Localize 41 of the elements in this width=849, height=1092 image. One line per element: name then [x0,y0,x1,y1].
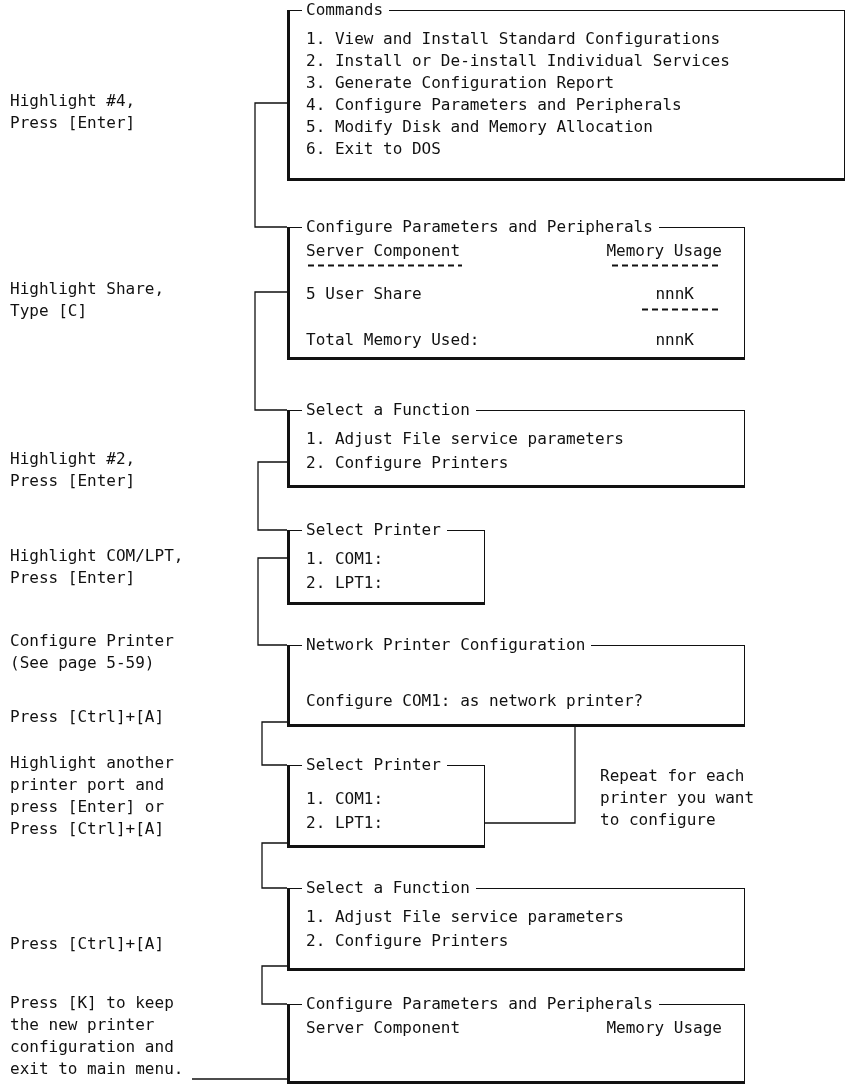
menu-text: 1. Adjust File service parameters [306,906,624,928]
instruction-text: Highlight COM/LPT, Press [Enter] [10,545,185,589]
menu-text: Configure COM1: as network printer? [306,690,644,712]
menu-text: 5 User Share [306,283,422,305]
instruction-text: Highlight Share, Type [C] [10,278,166,322]
menu-text: Memory Usage [606,1017,722,1039]
menu-text: 1. View and Install Standard Configurations [306,28,721,50]
connector-line [261,721,288,766]
menu-text: 2. Configure Printers [306,930,509,952]
instruction-text: Configure Printer (See page 5-59) [10,630,175,674]
connector-line [261,842,288,889]
menu-text: 2. Configure Printers [306,452,509,474]
instruction-text: Highlight another printer port and press [Enter] or Press [Ctrl]+[A] [10,752,175,840]
menu-text: nnnK [655,329,694,351]
connector-line [257,557,288,646]
instruction-text: Press [K] to keep the new printer configuration and exit to main menu. [10,992,192,1080]
connector-line [261,965,288,1005]
menu-text: Server Component [306,1017,461,1039]
menu-text: 2. Install or De-install Individual Services [306,50,730,72]
menu-text: 1. COM1: [306,548,384,570]
menu-text: Server Component [306,240,461,262]
menu-text: Memory Usage [606,240,722,262]
connector-line [257,461,288,531]
connector-line [254,291,288,411]
menu-text: 6. Exit to DOS [306,138,441,160]
instruction-text: Highlight #2, Press [Enter] [10,448,137,492]
menu-text: 1. Adjust File service parameters [306,428,624,450]
menu-text: 1. COM1: [306,788,384,810]
connector-line [191,1078,288,1080]
menu-text: 2. LPT1: [306,572,384,594]
instruction-text: Highlight #4, Press [Enter] [10,90,137,134]
menu-text: nnnK [655,283,694,305]
instruction-text: Press [Ctrl]+[A] [10,933,166,955]
instruction-text: Press [Ctrl]+[A] [10,706,166,728]
menu-text: 5. Modify Disk and Memory Allocation [306,116,653,138]
menu-text: 2. LPT1: [306,812,384,834]
menu-text: 4. Configure Parameters and Peripherals [306,94,682,116]
connector-line [254,102,288,228]
connector-line [484,726,576,824]
menu-text: 3. Generate Configuration Report [306,72,615,94]
menu-text: Total Memory Used: [306,329,480,351]
